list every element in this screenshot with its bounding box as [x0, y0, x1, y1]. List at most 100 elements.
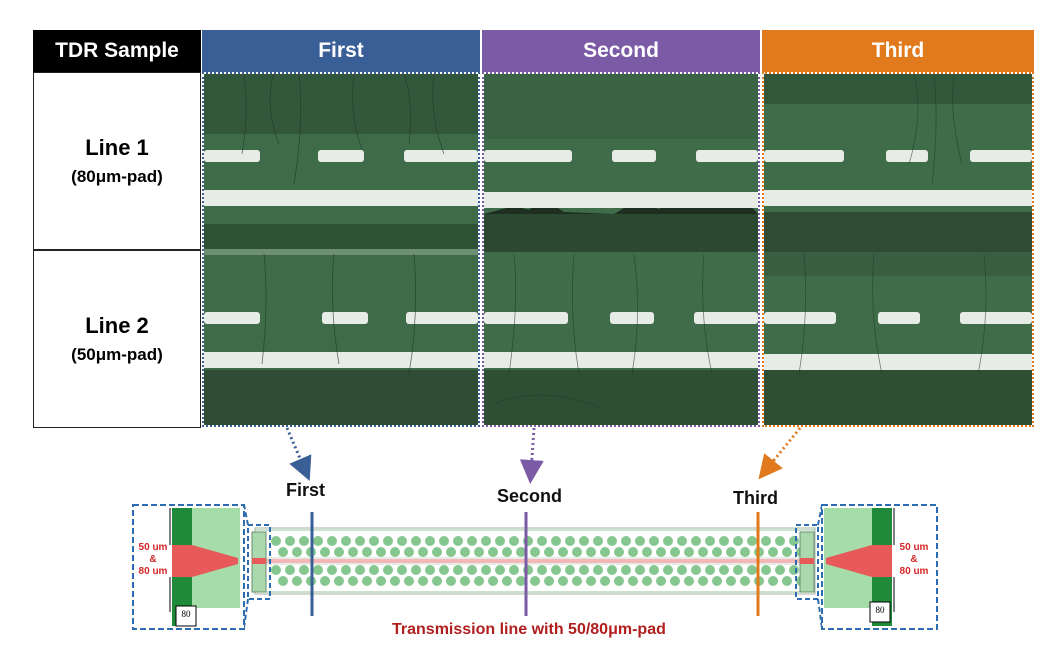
via — [327, 565, 337, 575]
via — [621, 536, 631, 546]
via — [425, 565, 435, 575]
transmission-line-body — [254, 527, 816, 595]
via — [684, 576, 694, 586]
via — [761, 565, 771, 575]
via — [411, 536, 421, 546]
via — [285, 565, 295, 575]
column-header-second: Second — [482, 30, 760, 72]
via — [502, 547, 512, 557]
via — [369, 536, 379, 546]
via — [509, 565, 519, 575]
right-pad-label-amp: & — [910, 554, 918, 565]
row-line1-pad: (80μm-pad) — [71, 167, 163, 186]
marker-label-first: First — [286, 480, 326, 500]
via — [740, 547, 750, 557]
via — [677, 565, 687, 575]
via — [537, 536, 547, 546]
via — [621, 565, 631, 575]
via — [572, 576, 582, 586]
via — [530, 576, 540, 586]
via — [684, 547, 694, 557]
via — [628, 547, 638, 557]
via — [572, 547, 582, 557]
via — [376, 547, 386, 557]
via — [719, 565, 729, 575]
right-pad-width-label: 80 — [875, 605, 885, 615]
via — [362, 576, 372, 586]
via — [628, 576, 638, 586]
via — [768, 547, 778, 557]
via — [495, 536, 505, 546]
via — [383, 536, 393, 546]
via — [593, 565, 603, 575]
via — [446, 547, 456, 557]
via — [635, 565, 645, 575]
via — [292, 547, 302, 557]
via — [551, 565, 561, 575]
via — [670, 547, 680, 557]
via — [327, 536, 337, 546]
via — [614, 547, 624, 557]
via — [698, 547, 708, 557]
via — [439, 536, 449, 546]
via — [600, 547, 610, 557]
via — [313, 536, 323, 546]
via — [761, 536, 771, 546]
via — [775, 565, 785, 575]
via — [607, 536, 617, 546]
via — [383, 565, 393, 575]
row-label-line1: Line 1 (80μm-pad) — [33, 72, 201, 250]
via — [768, 576, 778, 586]
column-header-third: Third — [762, 30, 1034, 72]
via — [593, 536, 603, 546]
via — [579, 536, 589, 546]
via — [600, 576, 610, 586]
via — [474, 576, 484, 586]
via — [404, 547, 414, 557]
via — [558, 547, 568, 557]
cross-section-photo-first — [202, 72, 480, 427]
via — [782, 576, 792, 586]
left-pad-label-amp: & — [149, 554, 157, 565]
via — [558, 576, 568, 586]
via — [278, 576, 288, 586]
via — [313, 565, 323, 575]
via — [656, 547, 666, 557]
via — [705, 536, 715, 546]
via — [782, 547, 792, 557]
corner-header: TDR Sample — [33, 30, 201, 72]
via — [775, 536, 785, 546]
via — [502, 576, 512, 586]
via — [362, 547, 372, 557]
schematic-caption: Transmission line with 50/80μm-pad — [392, 621, 666, 638]
via — [642, 547, 652, 557]
via — [551, 536, 561, 546]
via — [446, 576, 456, 586]
via — [677, 536, 687, 546]
via — [425, 536, 435, 546]
via — [698, 576, 708, 586]
via — [460, 576, 470, 586]
via — [348, 547, 358, 557]
via — [481, 565, 491, 575]
row-line2-pad: (50μm-pad) — [71, 345, 163, 364]
via — [467, 565, 477, 575]
marker-label-second: Second — [497, 486, 563, 506]
via — [453, 536, 463, 546]
via — [460, 547, 470, 557]
via — [348, 576, 358, 586]
left-pad-label-80: 80 um — [138, 566, 168, 577]
via — [614, 576, 624, 586]
via — [397, 536, 407, 546]
left-pad-width-label: 80 — [181, 609, 191, 619]
via — [789, 536, 799, 546]
via — [320, 576, 330, 586]
via — [341, 536, 351, 546]
via — [712, 576, 722, 586]
via — [404, 576, 414, 586]
right-pad-zoom — [821, 504, 938, 630]
via — [292, 576, 302, 586]
right-pad-label-80: 80 um — [899, 566, 929, 577]
via — [789, 565, 799, 575]
